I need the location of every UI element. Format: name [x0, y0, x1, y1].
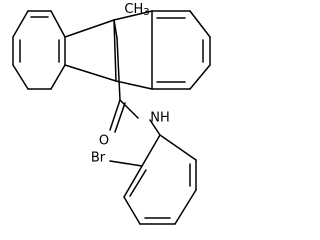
bond — [116, 37, 121, 101]
bromophenyl-ring — [109, 134, 197, 225]
bond — [189, 64, 211, 90]
bond — [174, 189, 197, 225]
bicyclic-bridge — [64, 10, 153, 101]
bond — [141, 134, 161, 167]
bond — [149, 119, 161, 136]
oxygen-label: O — [99, 134, 109, 149]
bond — [50, 10, 66, 38]
structure-diagram: CH3 O NH Br — [12, 1, 211, 225]
right-benzene-ring — [151, 10, 211, 90]
bond — [113, 19, 118, 39]
bond — [113, 19, 117, 82]
bond — [123, 196, 141, 225]
bond — [123, 165, 143, 198]
structure-drawing: CH3 O NH Br — [12, 2, 211, 225]
amide-nitrogen-label: NH — [150, 111, 170, 126]
bond — [189, 10, 211, 38]
bond — [64, 64, 117, 82]
bromine-label: Br — [91, 151, 106, 166]
bond — [113, 10, 153, 21]
bond — [109, 160, 143, 167]
double-bond-inner — [129, 169, 147, 197]
bond — [12, 64, 29, 90]
bond — [12, 10, 29, 38]
bond — [159, 134, 197, 161]
carbonyl-bond — [109, 99, 121, 131]
bond — [115, 80, 153, 90]
left-benzene-ring — [12, 10, 66, 90]
carbonyl-bond — [114, 102, 126, 133]
bond — [119, 99, 139, 119]
carboxamide-group — [109, 99, 161, 136]
methyl-label: CH3 — [124, 2, 149, 18]
bond — [50, 64, 66, 90]
bond — [64, 19, 115, 38]
